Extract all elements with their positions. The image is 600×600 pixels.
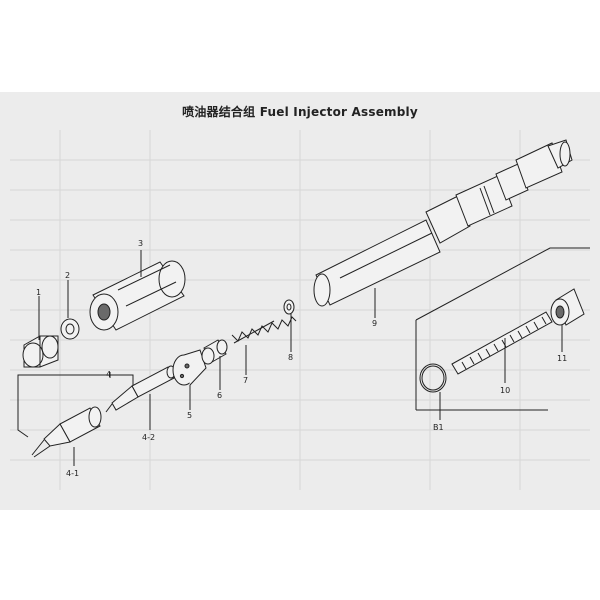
- part-label-5: 5: [187, 411, 192, 420]
- part-label-4: 4: [106, 370, 111, 379]
- part-label-11: 11: [557, 354, 567, 363]
- part-6-pressure-seat: [201, 339, 228, 365]
- part-label-10: 10: [500, 386, 510, 395]
- part-8-small-washer: [283, 299, 295, 315]
- part-label-3: 3: [138, 239, 143, 248]
- part-label-4-2: 4-2: [142, 433, 155, 442]
- part-3-nozzle-nut: [89, 260, 186, 331]
- part-label-6: 6: [217, 391, 222, 400]
- part-b1-o-ring: [419, 363, 447, 393]
- part-label-2: 2: [65, 271, 70, 280]
- part-labels: 1 2 3 4 4-1 4-2 5 6 7 8 9 10 11 B1: [36, 239, 567, 478]
- part-label-7: 7: [243, 376, 248, 385]
- part-label-4-1: 4-1: [66, 469, 79, 478]
- part-5-spacer-disc: [172, 349, 207, 386]
- assembly-brackets: [17, 247, 590, 438]
- leader-lines: [38, 250, 563, 466]
- part-2-washer: [60, 318, 80, 340]
- part-10-filter-rod: [451, 311, 553, 375]
- part-label-9: 9: [372, 319, 377, 328]
- part-label-8: 8: [288, 353, 293, 362]
- diagram-title: 喷油器结合组 Fuel Injector Assembly: [182, 105, 418, 119]
- part-7-spring: [231, 316, 297, 344]
- part-1-cap-nut: [22, 335, 59, 368]
- part-4-1-nozzle-body: [31, 406, 102, 458]
- part-4-2-needle-valve: [105, 365, 176, 413]
- part-11-filter-cap: [550, 288, 585, 326]
- part-9-injector-body: [313, 139, 573, 307]
- part-label-b1: B1: [433, 423, 444, 432]
- part-label-1: 1: [36, 288, 41, 297]
